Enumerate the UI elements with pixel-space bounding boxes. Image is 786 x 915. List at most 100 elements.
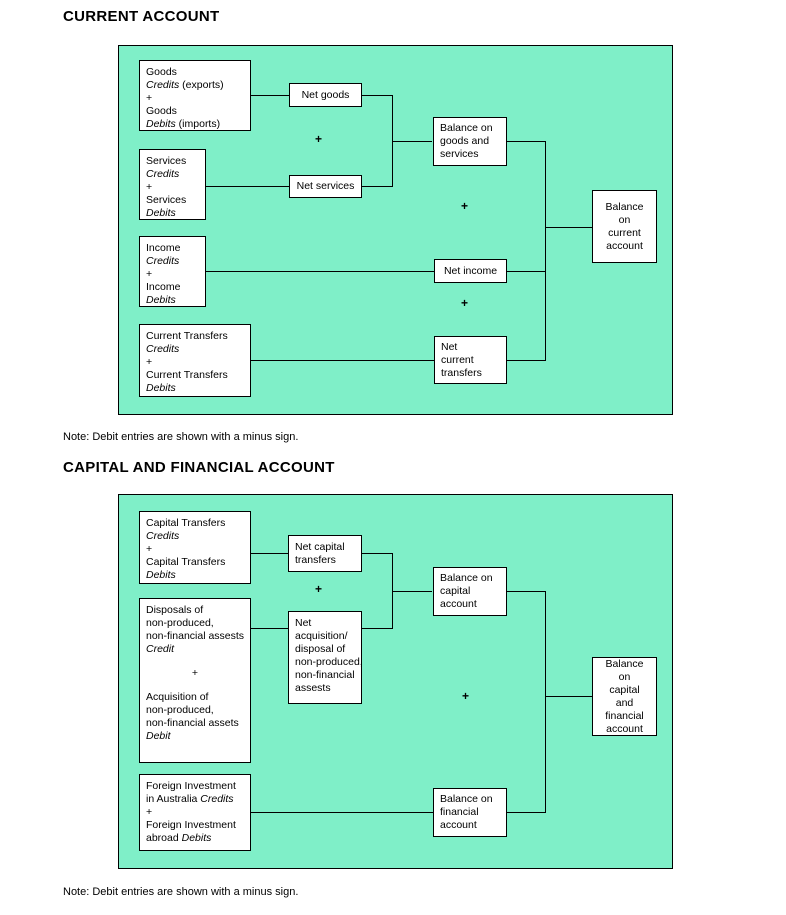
box-balance-financial-account-line-1: Balance on xyxy=(440,793,493,805)
section-title-current-account: CURRENT ACCOUNT xyxy=(63,8,220,25)
box-balance-capital-financial-line-5: financial xyxy=(605,709,644,722)
box-foreign-investment-line-2-credits: Credits xyxy=(200,793,234,805)
box-services-line-4: Services xyxy=(146,194,187,206)
box-net-acquisition-line-5: non-financial xyxy=(295,669,355,681)
box-goods-line-5-debits: Debits xyxy=(146,118,176,130)
operator-plus-capital-transfers-acquisition: + xyxy=(315,582,323,596)
box-goods-line-5: Debits (imports) xyxy=(146,118,244,130)
box-disposals-line-4: Credit xyxy=(146,643,175,655)
connector-balance-financial-to-spine xyxy=(507,812,546,813)
spine-capital-financial-account xyxy=(545,591,546,813)
box-net-capital-transfers-line-2: transfers xyxy=(295,553,336,566)
box-income-line-2: Credits xyxy=(146,255,180,267)
box-balance-goods-services: Balance on goods and services xyxy=(433,117,507,166)
box-net-capital-transfers-line-1: Net capital xyxy=(295,540,345,553)
box-balance-capital-financial-account: Balance on capital and financial account xyxy=(592,657,657,736)
spine-current-account xyxy=(545,141,546,361)
box-disposals-line-8: non-financial assets xyxy=(146,717,239,729)
box-net-income: Net income xyxy=(434,259,507,283)
operator-plus-balance-income: + xyxy=(461,199,469,213)
box-balance-current-account-line-4: account xyxy=(606,239,643,252)
box-current-transfers-line-1: Current Transfers xyxy=(146,330,228,342)
box-net-income-label: Net income xyxy=(443,264,498,277)
box-services-line-3: + xyxy=(146,181,153,193)
note-capital-financial-account: Note: Debit entries are shown with a min… xyxy=(63,886,299,898)
box-disposals-line-1: Disposals of xyxy=(146,604,204,616)
box-balance-capital-account-line-1: Balance on xyxy=(440,572,493,584)
box-goods-line-3: + xyxy=(146,92,153,104)
connector-goods-to-net-goods xyxy=(250,95,290,96)
box-balance-capital-account-line-2: capital xyxy=(440,585,471,597)
box-net-current-transfers-line-3: transfers xyxy=(441,366,482,379)
box-goods: Goods Credits (exports) + Goods Debits (… xyxy=(139,60,251,131)
box-balance-financial-account-line-3: account xyxy=(440,819,477,831)
box-goods-line-1: Goods xyxy=(146,66,177,78)
box-foreign-investment-line-5-debits: Debits xyxy=(181,832,212,844)
box-balance-financial-account-line-2: financial xyxy=(440,806,479,818)
connector-current-transfers-to-net-current-transfers xyxy=(250,360,435,361)
box-goods-line-2-credits: Credits xyxy=(146,79,180,91)
box-goods-line-2: Credits (exports) xyxy=(146,79,244,92)
connector-bracket-to-balance-goods-services xyxy=(392,141,432,142)
box-foreign-investment-line-5: abroad Debits xyxy=(146,832,244,845)
connector-income-to-net-income xyxy=(205,271,435,272)
box-balance-capital-financial-line-1: Balance xyxy=(605,657,644,670)
box-capital-transfers-line-5: Debits xyxy=(146,569,176,581)
box-net-acquisition-line-2: acquisition/ xyxy=(295,630,348,642)
box-balance-current-account-line-2: on xyxy=(618,213,631,226)
box-net-services: Net services xyxy=(289,175,362,198)
box-net-current-transfers-line-2: current xyxy=(441,353,474,366)
section-title-capital-financial-account: CAPITAL AND FINANCIAL ACCOUNT xyxy=(63,459,335,476)
box-disposals-line-3: non-financial assests xyxy=(146,630,245,642)
box-balance-capital-financial-line-6: account xyxy=(606,722,643,735)
connector-net-income-to-spine xyxy=(507,271,546,272)
box-balance-financial-account: Balance on financial account xyxy=(433,788,507,837)
box-foreign-investment-line-5-text: abroad xyxy=(146,832,182,844)
box-net-acquisition-disposal: Net acquisition/ disposal of non-produce… xyxy=(288,611,362,704)
connector-foreign-investment-to-balance-financial-account xyxy=(250,812,435,813)
box-foreign-investment-line-2-text: in Australia xyxy=(146,793,201,805)
box-current-transfers: Current Transfers Credits + Current Tran… xyxy=(139,324,251,397)
box-balance-current-account-line-1: Balance xyxy=(605,200,644,213)
box-current-transfers-line-4: Current Transfers xyxy=(146,369,228,381)
box-net-acquisition-line-6: assests xyxy=(295,682,331,694)
box-goods-line-5-rest: (imports) xyxy=(175,118,221,130)
box-foreign-investment: Foreign Investment in Australia Credits … xyxy=(139,774,251,851)
connector-spine-to-balance-current-account xyxy=(545,227,592,228)
box-current-transfers-line-3: + xyxy=(146,356,153,368)
box-balance-goods-services-line-1: Balance on xyxy=(440,122,493,134)
box-disposals-line-6: Acquisition of xyxy=(146,691,209,703)
box-balance-goods-services-line-2: goods and xyxy=(440,135,490,147)
box-capital-transfers-line-2: Credits xyxy=(146,530,180,542)
box-income-line-1: Income xyxy=(146,242,181,254)
note-current-account: Note: Debit entries are shown with a min… xyxy=(63,431,299,443)
box-net-goods: Net goods xyxy=(289,83,362,107)
box-disposals-line-9: Debit xyxy=(146,730,171,742)
box-foreign-investment-line-2: in Australia Credits xyxy=(146,793,244,806)
operator-plus-capital-financial: + xyxy=(462,689,470,703)
box-capital-transfers-line-4: Capital Transfers xyxy=(146,556,226,568)
box-net-current-transfers: Net current transfers xyxy=(434,336,507,384)
connector-bracket-to-balance-capital-account xyxy=(392,591,432,592)
box-income-line-4: Income xyxy=(146,281,181,293)
box-goods-line-4: Goods xyxy=(146,105,177,117)
box-balance-capital-financial-line-2: on xyxy=(618,670,631,683)
box-current-transfers-line-2: Credits xyxy=(146,343,180,355)
box-net-acquisition-line-1: Net xyxy=(295,617,312,629)
connector-balance-capital-to-spine xyxy=(507,591,546,592)
box-disposals-acquisition: Disposals of non-produced, non-financial… xyxy=(139,598,251,763)
connector-balance-gs-to-spine xyxy=(507,141,546,142)
box-net-services-label: Net services xyxy=(296,180,355,192)
box-disposals-operator-plus: + xyxy=(191,667,199,679)
connector-services-to-net-services xyxy=(205,186,290,187)
box-balance-capital-account-line-3: account xyxy=(440,598,477,610)
connector-net-goods-to-bracket xyxy=(361,95,393,96)
operator-plus-goods-services: + xyxy=(315,132,323,146)
box-balance-current-account-line-3: current xyxy=(608,226,641,239)
box-foreign-investment-line-1: Foreign Investment xyxy=(146,780,236,792)
connector-net-capital-transfers-to-bracket xyxy=(361,553,393,554)
box-disposals-line-7: non-produced, xyxy=(146,704,214,716)
box-services-line-1: Services xyxy=(146,155,187,167)
connector-net-services-to-bracket xyxy=(361,186,393,187)
connector-net-acquisition-to-bracket xyxy=(361,628,393,629)
